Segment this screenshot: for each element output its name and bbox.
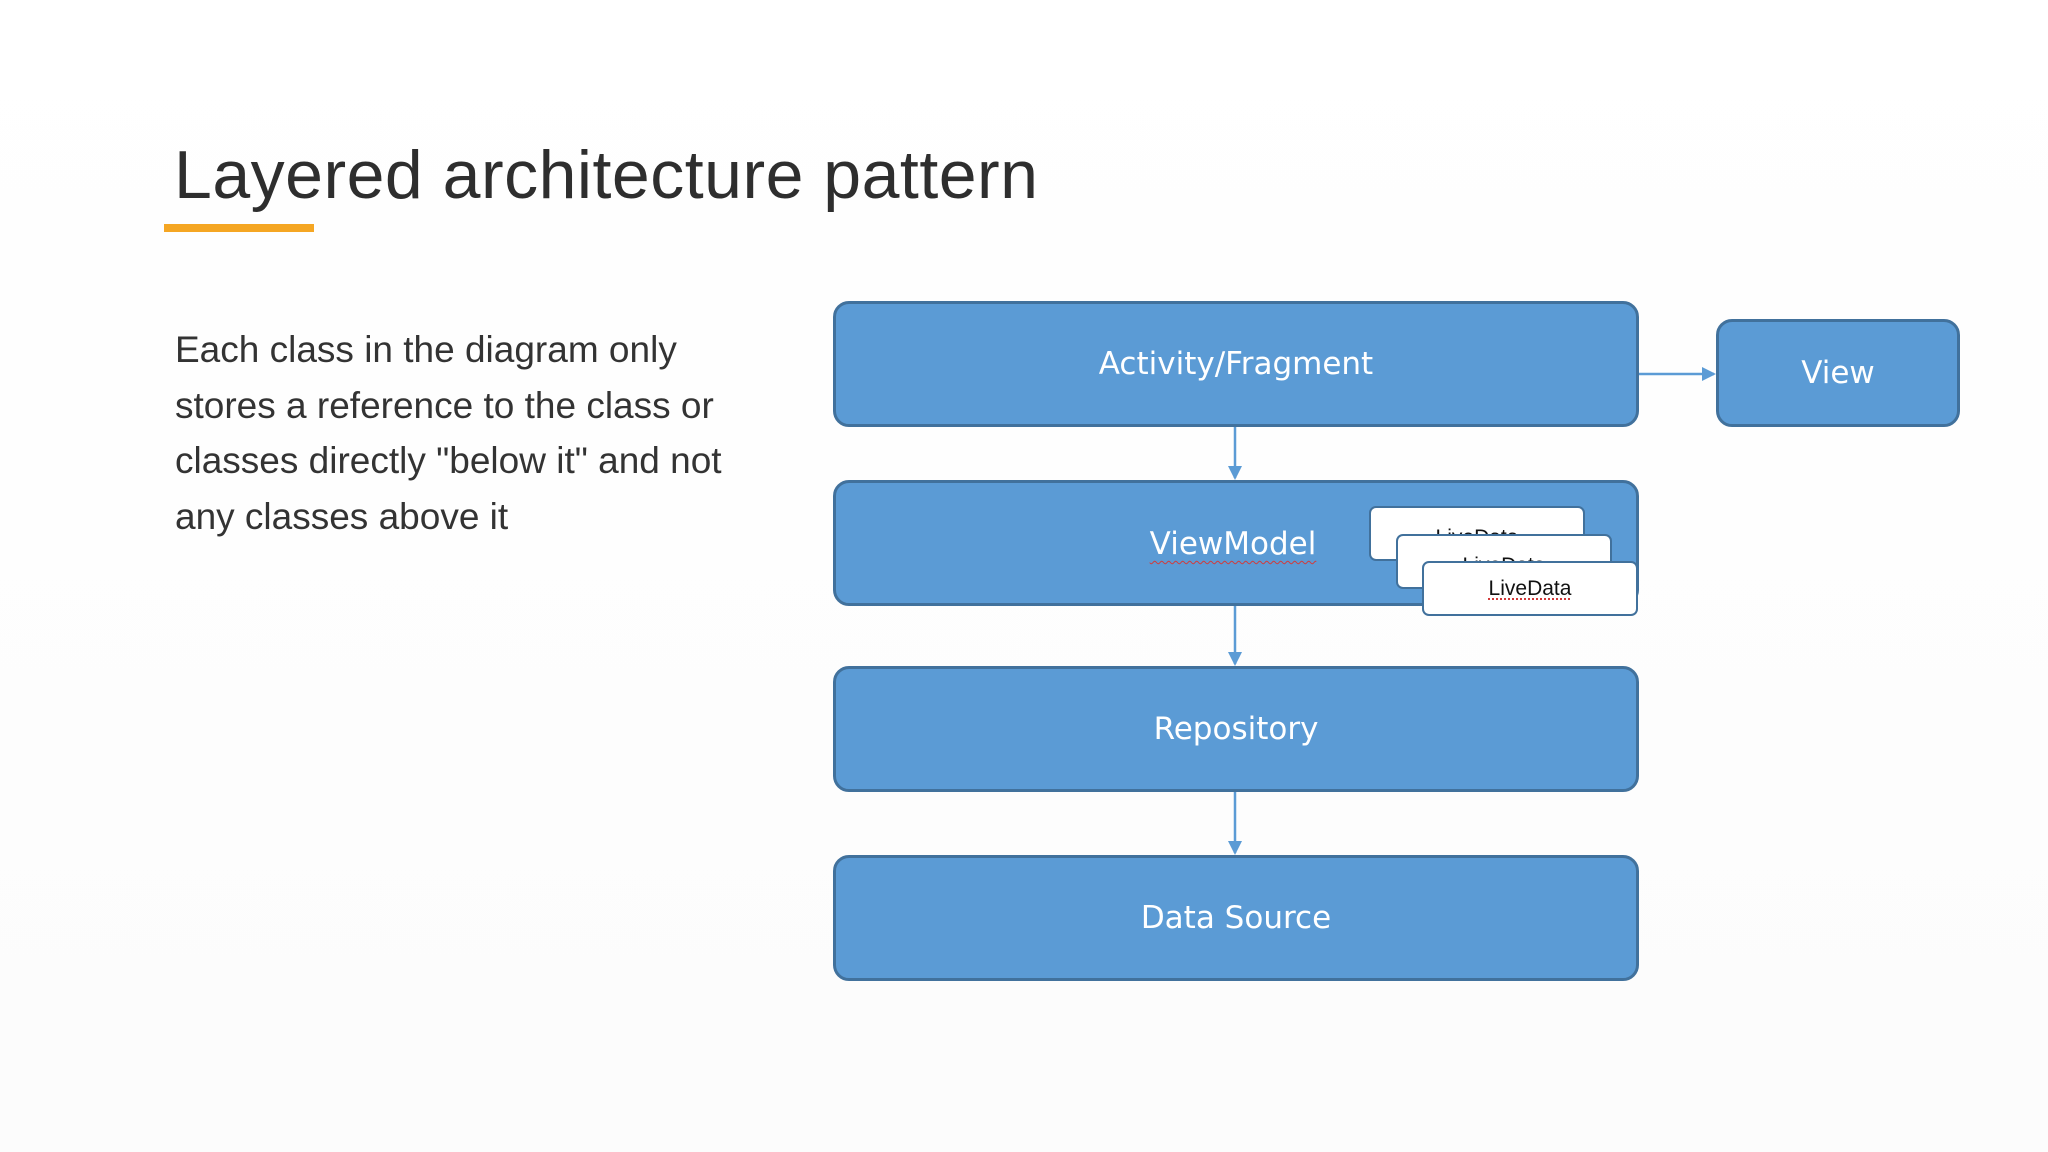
repository-box: Repository [833, 666, 1639, 792]
livedata-card: LiveData [1422, 561, 1638, 616]
activity-fragment-label: Activity/Fragment [1098, 346, 1374, 382]
data-source-label: Data Source [1140, 900, 1332, 936]
slide-body-text: Each class in the diagram only stores a … [175, 329, 722, 537]
viewmodel-label: ViewModel [1149, 526, 1317, 562]
title-accent-bar [164, 224, 314, 232]
view-label: View [1801, 355, 1875, 391]
repository-label: Repository [1153, 711, 1319, 747]
data-source-box: Data Source [833, 855, 1639, 981]
view-box: View [1716, 319, 1960, 427]
activity-fragment-box: Activity/Fragment [833, 301, 1639, 427]
slide-title: Layered architecture pattern [174, 137, 1039, 213]
livedata-label: LiveData [1488, 576, 1572, 600]
